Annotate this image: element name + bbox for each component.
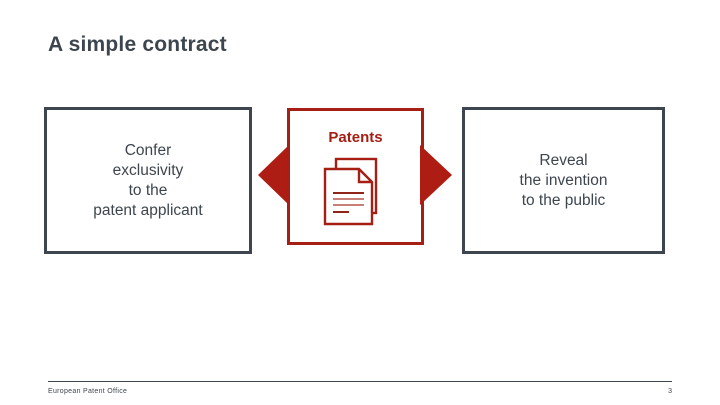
diagram-box-reveal-line-2: the invention (519, 171, 608, 189)
diagram-box-confer-line-2: exclusivity (112, 161, 184, 179)
diagram-box-confer-line-3: to the (128, 181, 168, 199)
diagram-box-confer: Confer exclusivity to the patent applica… (44, 107, 252, 254)
arrow-left-icon (258, 145, 289, 205)
diagram-box-confer-text: Confer exclusivity to the patent applica… (93, 141, 202, 221)
patents-label: Patents (328, 129, 383, 146)
diagram-box-confer-line-1: Confer (124, 141, 172, 159)
diagram-box-reveal: Reveal the invention to the public (462, 107, 665, 254)
footer-divider (48, 381, 672, 382)
patents-icon-wrapper (290, 155, 421, 229)
documents-icon (323, 157, 377, 226)
diagram-box-confer-line-4: patent applicant (93, 201, 203, 219)
footer-organisation: European Patent Office (48, 388, 128, 395)
footer-page-number: 3 (668, 388, 672, 395)
diagram-box-patents: Patents (287, 108, 424, 245)
diagram-box-reveal-line-1: Reveal (539, 151, 588, 169)
page-title: A simple contract (48, 33, 227, 56)
arrow-right-icon (420, 145, 452, 205)
diagram-box-reveal-text: Reveal the invention to the public (520, 151, 608, 211)
diagram-box-reveal-line-3: to the public (521, 191, 606, 209)
